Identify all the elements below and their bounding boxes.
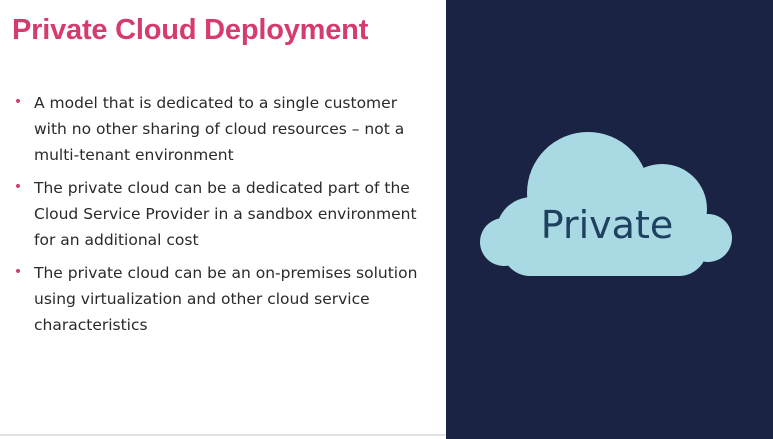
bullet-text: The private cloud can be a dedicated par… xyxy=(34,179,417,249)
bullet-item: • The private cloud can be a dedicated p… xyxy=(12,175,432,253)
bullet-list: • A model that is dedicated to a single … xyxy=(12,90,432,345)
bullet-item: • A model that is dedicated to a single … xyxy=(12,90,432,168)
left-panel xyxy=(0,0,446,439)
bullet-marker: • xyxy=(13,264,23,280)
bullet-marker: • xyxy=(13,179,23,195)
bullet-text: A model that is dedicated to a single cu… xyxy=(34,94,405,164)
bullet-marker: • xyxy=(13,94,23,110)
slide-title: Private Cloud Deployment xyxy=(12,14,369,46)
bullet-item: • The private cloud can be an on-premise… xyxy=(12,260,432,338)
bullet-text: The private cloud can be an on-premises … xyxy=(34,264,418,334)
cloud-label: Private xyxy=(540,203,674,247)
cloud-icon xyxy=(480,132,732,276)
bottom-divider xyxy=(0,434,446,436)
